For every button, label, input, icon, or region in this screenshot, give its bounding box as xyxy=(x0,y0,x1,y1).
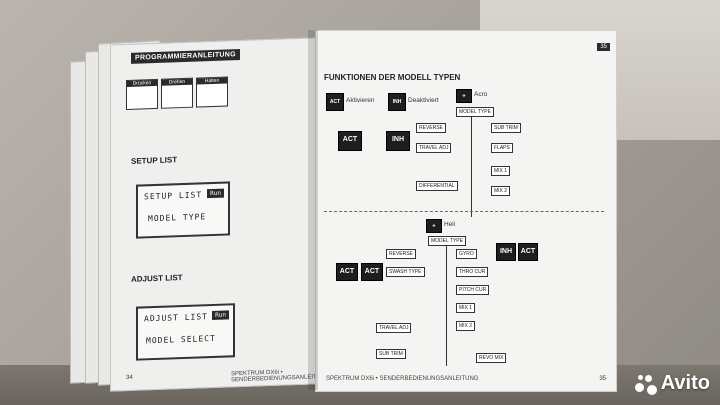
right-page-header: FUNKTIONEN DER MODELL TYPEN xyxy=(324,73,461,82)
setup-lcd-tag: Run xyxy=(207,188,224,199)
heli-act-block-1: ACT xyxy=(336,263,358,281)
acro-trunk-line xyxy=(471,117,472,217)
acro-box-mix2: MIX 2 xyxy=(491,186,511,196)
right-page-footer: SPEKTRUM DX6i • SENDERBEDIENUNGSANLEITUN… xyxy=(326,376,479,382)
section-separator xyxy=(324,211,604,212)
acro-box-mix1: MIX 1 xyxy=(491,166,511,176)
heli-box-pitchcur: PITCH CUR xyxy=(456,285,490,295)
setup-list-title: SETUP LIST xyxy=(131,155,178,166)
acro-box-travel: TRAVEL ADJ xyxy=(416,143,452,153)
adjust-list-title: ADJUST LIST xyxy=(131,273,183,284)
acro-box-flaps: FLAPS xyxy=(491,143,513,153)
heli-box-mix1: MIX 1 xyxy=(456,303,476,313)
heli-box-mix2: MIX 2 xyxy=(456,321,476,331)
setup-list-lcd: SETUP LIST Run MODEL TYPE xyxy=(136,181,230,239)
acro-inh-block: INH xyxy=(386,131,410,151)
icon-label-press: Drücken xyxy=(127,79,157,87)
acro-box-differential: DIFFERENTIAL xyxy=(416,181,458,191)
heli-box-reverse: REVERSE xyxy=(386,249,416,259)
spine-shadow xyxy=(308,30,318,390)
heli-box-throcur: THRO CUR xyxy=(456,267,489,277)
acro-box-reverse: REVERSE xyxy=(416,123,446,133)
heli-box-travel: TRAVEL ADJ xyxy=(376,323,412,333)
left-page-header: PROGRAMMIERANLEITUNG xyxy=(131,49,240,64)
setup-lcd-line2: MODEL TYPE xyxy=(148,212,207,224)
heli-model-type-box: MODEL TYPE xyxy=(428,236,466,246)
heli-act-block-3: ACT xyxy=(518,243,538,261)
heli-box-subtrim: SUB TRIM xyxy=(376,349,406,359)
avito-brand-text: Avito xyxy=(660,372,710,394)
right-page-number: 35 xyxy=(599,376,606,382)
avito-watermark: Avito xyxy=(634,372,710,395)
right-page: FUNKTIONEN DER MODELL TYPEN 35 ACT Aktiv… xyxy=(315,30,617,392)
acro-box-subtrim: SUB TRIM xyxy=(491,123,521,133)
legend-act-box: ACT xyxy=(326,93,344,111)
legend-inh-box: INH xyxy=(388,93,406,111)
rotate-icon: Drehen xyxy=(161,77,193,109)
heli-inh-block: INH xyxy=(496,243,516,261)
heli-icon: ✈ xyxy=(426,219,442,233)
heli-box-revomix: REVO MIX xyxy=(476,353,507,363)
left-page-number: 34 xyxy=(126,374,133,382)
icon-label-hold: Halten xyxy=(197,77,227,85)
manual-booklet: PROGRAMMIERANLEITUNG Drücken Drehen Halt… xyxy=(40,10,700,400)
heli-label: Heli xyxy=(444,221,456,228)
legend-act-label: Aktivieren xyxy=(346,97,375,104)
heli-box-swashtype: SWASH TYPE xyxy=(386,267,425,277)
acro-model-type-box: MODEL TYPE xyxy=(456,107,494,117)
heli-box-gyro: GYRO xyxy=(456,249,477,259)
acro-label: Acro xyxy=(474,91,488,98)
icon-label-rotate: Drehen xyxy=(162,78,192,86)
adjust-list-lcd: ADJUST LIST Run MODEL SELECT xyxy=(136,303,235,361)
right-page-corner-number: 35 xyxy=(597,43,610,51)
adjust-lcd-tag: Run xyxy=(212,310,229,321)
setup-lcd-line1: SETUP LIST xyxy=(144,190,203,202)
adjust-lcd-line1: ADJUST LIST xyxy=(144,312,208,324)
heli-act-block-2: ACT xyxy=(361,263,383,281)
adjust-lcd-line2: MODEL SELECT xyxy=(146,333,216,346)
acro-act-block: ACT xyxy=(338,131,362,151)
acro-plane-icon: ✈ xyxy=(456,89,472,103)
avito-logo-icon xyxy=(634,373,657,395)
hold-icon: Halten xyxy=(196,76,228,108)
legend-inh-label: Deaktiviert xyxy=(408,97,439,104)
press-icon: Drücken xyxy=(126,78,158,111)
heli-trunk-line xyxy=(446,246,447,366)
